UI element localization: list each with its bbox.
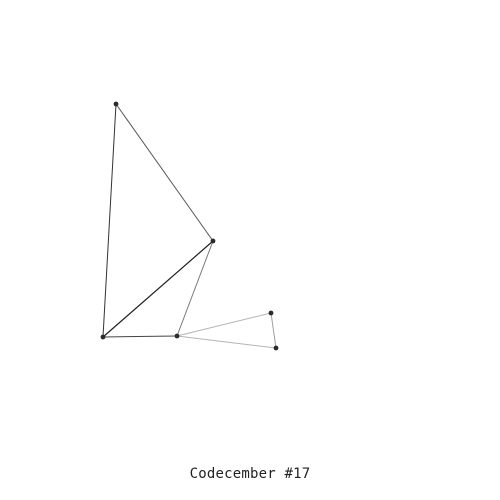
edge bbox=[115, 103, 214, 242]
points-group bbox=[100, 101, 279, 351]
edge bbox=[102, 103, 117, 338]
edge bbox=[176, 335, 277, 349]
vertex-point bbox=[268, 310, 274, 316]
edges-group bbox=[102, 103, 277, 349]
edge bbox=[102, 240, 214, 338]
vertex-point bbox=[174, 333, 180, 339]
vertex-point bbox=[273, 345, 279, 351]
edge bbox=[176, 312, 272, 337]
vertex-point bbox=[113, 101, 119, 107]
edge bbox=[102, 335, 178, 338]
vertex-point bbox=[210, 238, 216, 244]
edge bbox=[270, 312, 277, 349]
sketch-caption: Codecember #17 bbox=[189, 466, 311, 482]
vertex-point bbox=[100, 334, 106, 340]
edge bbox=[176, 240, 214, 337]
